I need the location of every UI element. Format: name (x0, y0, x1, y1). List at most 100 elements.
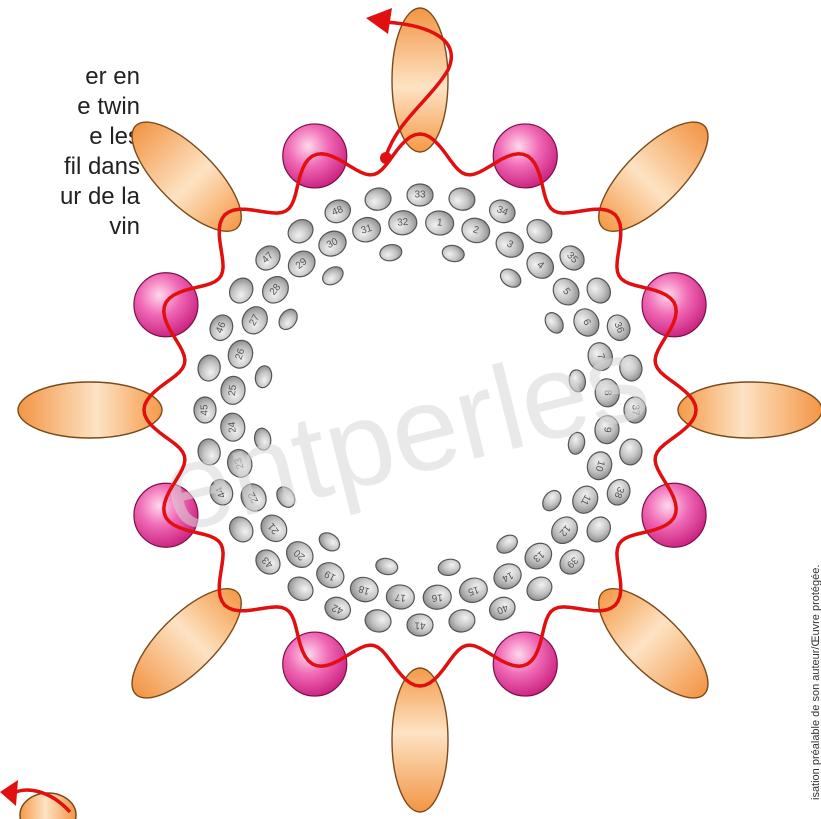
bead-number: 2 (471, 224, 480, 236)
instruction-line: vin (109, 213, 140, 240)
gray-bead (437, 558, 461, 577)
gray-bead: 15 (458, 577, 488, 604)
gray-bead (276, 486, 296, 508)
orange-twin-bead (598, 121, 709, 232)
gray-bead (619, 354, 643, 382)
gray-bead: 44 (209, 478, 234, 506)
bead-number: 1 (436, 217, 443, 229)
orange-twin-bead (677, 381, 821, 439)
gray-bead: 37 (623, 396, 647, 424)
gray-bead: 13 (524, 542, 553, 570)
orange-twin-bead (391, 7, 449, 153)
gray-bead: 12 (551, 516, 578, 545)
gray-bead: 20 (285, 541, 314, 568)
gray-bead (228, 516, 254, 543)
arrow-bottom-left-icon (0, 780, 77, 819)
partial-orange-bead (19, 792, 77, 819)
gray-bead: 11 (572, 485, 599, 514)
gray-bead: 48 (324, 199, 352, 224)
orange-twin-bead (131, 121, 242, 232)
orange-twin-bead (391, 667, 449, 813)
bead-number: 9 (601, 426, 613, 433)
gray-bead: 8 (594, 378, 620, 408)
gray-bead: 42 (324, 596, 352, 621)
gray-bead: 23 (226, 448, 253, 478)
bead-number: 46 (214, 320, 229, 335)
gray-bead (278, 308, 298, 331)
gray-bead: 28 (262, 275, 289, 304)
gray-bead: 19 (316, 562, 345, 589)
gray-bead: 40 (488, 596, 516, 621)
bead-number: 16 (431, 591, 444, 603)
gray-bead: 27 (241, 306, 268, 335)
gray-bead: 43 (255, 549, 281, 575)
gray-bead: 45 (193, 396, 217, 424)
bead-number: 32 (397, 217, 410, 229)
gray-bead (567, 431, 586, 455)
gray-bead (586, 516, 612, 543)
bead-number: 24 (227, 421, 239, 434)
gray-bead (496, 534, 518, 554)
gray-bead (619, 438, 643, 466)
bead-number: 33 (414, 190, 426, 201)
gray-bead: 30 (318, 230, 347, 257)
thread-path (142, 132, 698, 688)
gray-bead: 31 (352, 216, 382, 243)
gray-bead: 2 (461, 217, 491, 244)
bead-number: 38 (611, 485, 626, 500)
gray-bead: 47 (255, 245, 281, 271)
gray-bead: 3 (495, 231, 524, 258)
bead-number: 18 (357, 583, 371, 597)
gray-bead: 32 (388, 210, 418, 236)
bead-number: 41 (414, 620, 426, 631)
gray-bead: 46 (209, 314, 234, 342)
gray-bead: 24 (220, 412, 246, 442)
gray-bead: 5 (552, 277, 580, 306)
instruction-text: er en e twin e les fil dans ur de la vin (0, 62, 140, 242)
gray-bead (379, 243, 403, 262)
orange-twin-bead (17, 381, 163, 439)
gray-bead (318, 532, 341, 552)
gray-bead: 16 (422, 584, 452, 610)
gray-bead: 17 (385, 584, 415, 610)
orange-twin-bead (131, 588, 242, 699)
gray-bead: 29 (287, 250, 316, 278)
gray-bead: 1 (425, 210, 455, 236)
bead-number: 17 (394, 591, 407, 603)
gray-bead (526, 218, 553, 244)
bead-number: 40 (495, 601, 510, 616)
gray-bead: 25 (220, 375, 246, 405)
gray-bead (568, 369, 587, 393)
bead-number: 8 (601, 390, 613, 397)
gray-bead (253, 427, 272, 451)
gray-bead: 21 (260, 514, 288, 543)
bead-number: 3 (505, 239, 516, 252)
bead-number: 27 (247, 312, 262, 327)
gray-bead: 36 (606, 314, 631, 342)
instruction-line: e twin (77, 93, 140, 120)
bead-number: 23 (233, 456, 247, 470)
orange-beads-group (17, 7, 821, 813)
bead-number: 36 (611, 320, 626, 335)
gray-bead (375, 557, 399, 576)
gray-bead (254, 365, 273, 389)
gray-bead (197, 354, 221, 382)
gray-bead (364, 187, 392, 211)
bead-number: 19 (322, 568, 337, 583)
instruction-line: fil dans (63, 153, 140, 180)
gray-bead (322, 266, 344, 286)
copyright-notice: isation préalable de son auteur/Œuvre pr… (810, 564, 821, 800)
gray-bead: 9 (594, 415, 620, 445)
gray-beads-group: 3334353637383940414243444546474812345678… (193, 183, 647, 637)
bead-number: 7 (594, 352, 606, 361)
gray-bead: 26 (227, 339, 254, 369)
bead-number: 14 (500, 569, 515, 584)
bead-number: 5 (560, 286, 572, 298)
instruction-line: er en (85, 63, 140, 90)
gray-bead: 41 (406, 613, 434, 637)
gray-bead: 22 (240, 483, 267, 512)
instruction-line: ur de la (59, 183, 140, 210)
thread-start-dot (380, 152, 392, 164)
gray-bead: 4 (526, 252, 555, 279)
